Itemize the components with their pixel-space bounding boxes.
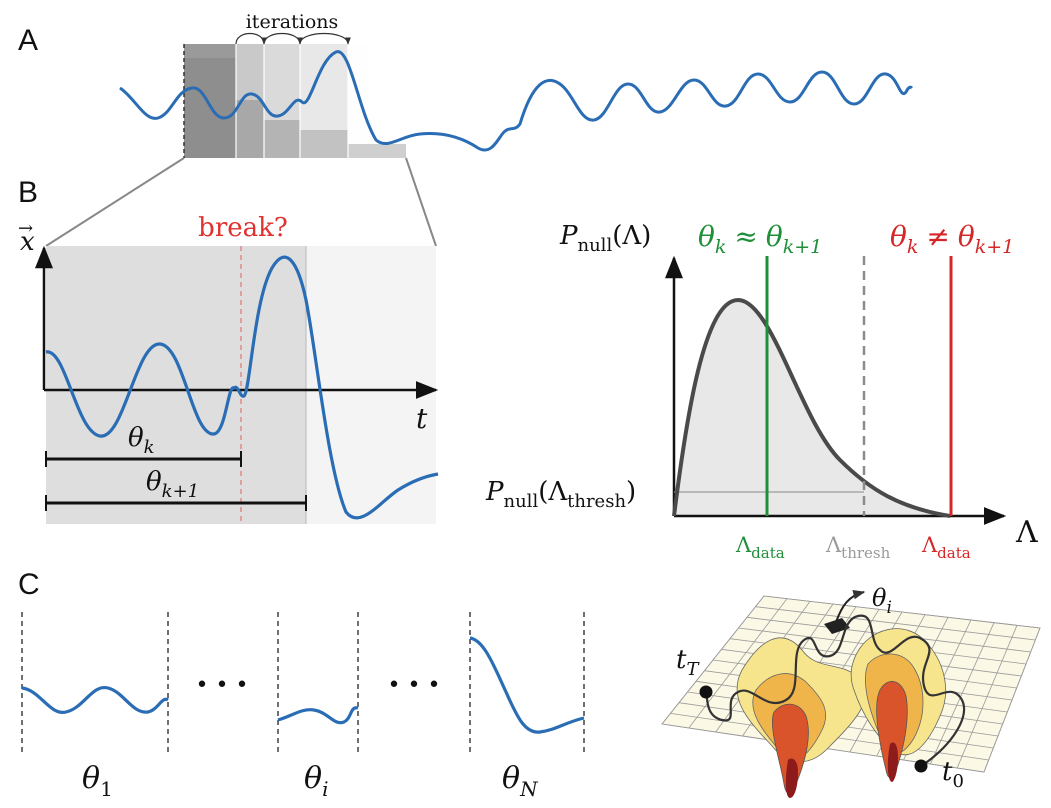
time-series-zoom (45, 255, 439, 520)
density-y-label: Pnull(Λ) (559, 221, 651, 256)
segment-theta-1 (21, 686, 169, 714)
segment-theta-i (277, 706, 359, 725)
t-T-label: tT (676, 645, 700, 680)
window-5-shade (348, 144, 406, 158)
window-2-shade (236, 100, 264, 158)
ellipsis-2: • • • (388, 673, 441, 698)
theta-i-label: θi (304, 761, 328, 801)
window-4-shade (300, 130, 348, 158)
theta-k1-label: θk+1 (146, 467, 199, 502)
x-vector-arrow: → (18, 218, 33, 239)
panel-b-left: break? x → t θk θk+1 (18, 213, 439, 524)
approx-label: θk≈θk+1 (698, 220, 822, 258)
theta-1-label: θ1 (82, 761, 113, 801)
theta-k-label: θk (128, 423, 155, 458)
time-series-long (119, 50, 914, 152)
null-density-fill (674, 300, 950, 516)
x-vector-label: x (20, 227, 35, 257)
selected-parameter-arrow (835, 589, 866, 623)
panel-letter-b: B (18, 176, 38, 209)
zoom-line-right (405, 157, 437, 247)
trajectory (704, 614, 966, 767)
tick-lambda-data-red: Λdata (921, 533, 971, 562)
panel-c-windows: θ1 • • • θi • • • θN (21, 612, 585, 801)
window-3-shade (264, 120, 300, 158)
surface-grid-line (983, 627, 1041, 773)
surface-well-right-core (887, 742, 898, 782)
density-x-label: Λ (1015, 515, 1038, 550)
panel-b-right: Pnull(Λ) θk≈θk+1 θk≠θk+1 Pnull(Λthresh) … (485, 220, 1038, 562)
panel-c-surface: θi tT t0 (661, 584, 1041, 798)
surface-grid-line (929, 622, 995, 765)
thresh-level-label: Pnull(Λthresh) (485, 477, 636, 512)
panel-letter-a: A (18, 24, 38, 57)
iterations-label: iterations (246, 11, 339, 33)
iteration-arc (299, 33, 351, 45)
zoom-line-left (45, 157, 185, 247)
panel-a: iterations (45, 11, 914, 247)
surface-well-left-core (785, 758, 798, 798)
null-density-curve (672, 297, 951, 518)
iteration-arc (235, 32, 267, 45)
surface-grid-line (956, 625, 1018, 769)
t-0-label: t0 (942, 757, 964, 792)
segment-theta-N (469, 636, 585, 734)
trajectory-end-marker (699, 685, 713, 699)
surface-theta-i-label: θi (872, 584, 892, 618)
tick-lambda-data-green: Λdata (735, 533, 785, 562)
neq-label: θk≠θk+1 (890, 220, 1014, 258)
t-label: t (416, 402, 428, 435)
selected-parameter-cell (824, 618, 850, 634)
break-label: break? (198, 213, 288, 243)
ellipsis-1: • • • (196, 673, 249, 698)
iteration-arc (263, 32, 303, 45)
tick-lambda-thresh: Λthresh (825, 533, 891, 562)
panel-letter-c: C (18, 568, 40, 601)
theta-N-label: θN (502, 761, 539, 801)
trajectory-start-marker (914, 759, 928, 773)
